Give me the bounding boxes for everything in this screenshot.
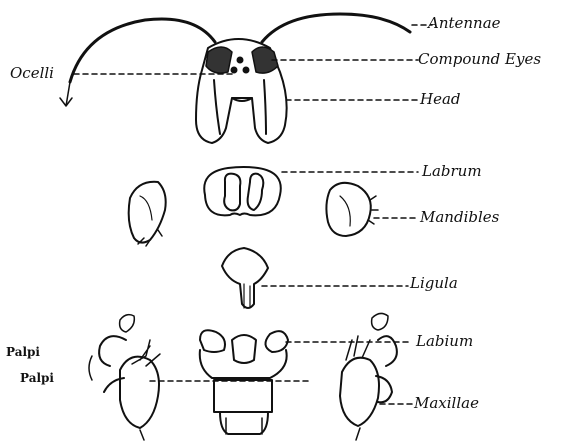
labium-drawing <box>200 330 288 434</box>
label-labrum: Labrum <box>422 164 482 179</box>
left-antenna <box>70 19 215 82</box>
head-drawing <box>196 39 287 143</box>
ocelli-arrow <box>60 82 72 106</box>
left-maxilla-drawing <box>99 315 160 440</box>
right-maxilla-drawing <box>340 313 397 440</box>
labrum-drawing <box>204 167 281 215</box>
right-antenna <box>262 14 410 42</box>
left-mandible-drawing <box>129 182 166 246</box>
label-ocelli: Ocelli <box>10 66 54 81</box>
label-head: Head <box>420 92 461 107</box>
palpi-bracket <box>89 356 92 380</box>
label-palpi-lower: Palpi <box>20 372 54 384</box>
label-antennae: Antennae <box>428 16 501 31</box>
ocellus-3 <box>244 68 249 73</box>
label-compound-eyes: Compound Eyes <box>418 52 541 67</box>
left-compound-eye <box>206 47 232 73</box>
label-mandibles: Mandibles <box>420 210 499 225</box>
ocellus-1 <box>238 58 243 63</box>
label-ligula: Ligula <box>410 276 458 291</box>
label-maxillae: Maxillae <box>414 396 479 411</box>
right-mandible-drawing <box>326 183 378 236</box>
label-labium: Labium <box>416 334 473 349</box>
label-palpi-upper: Palpi <box>6 346 40 358</box>
ligula-drawing <box>222 248 268 308</box>
ocellus-2 <box>232 68 237 73</box>
